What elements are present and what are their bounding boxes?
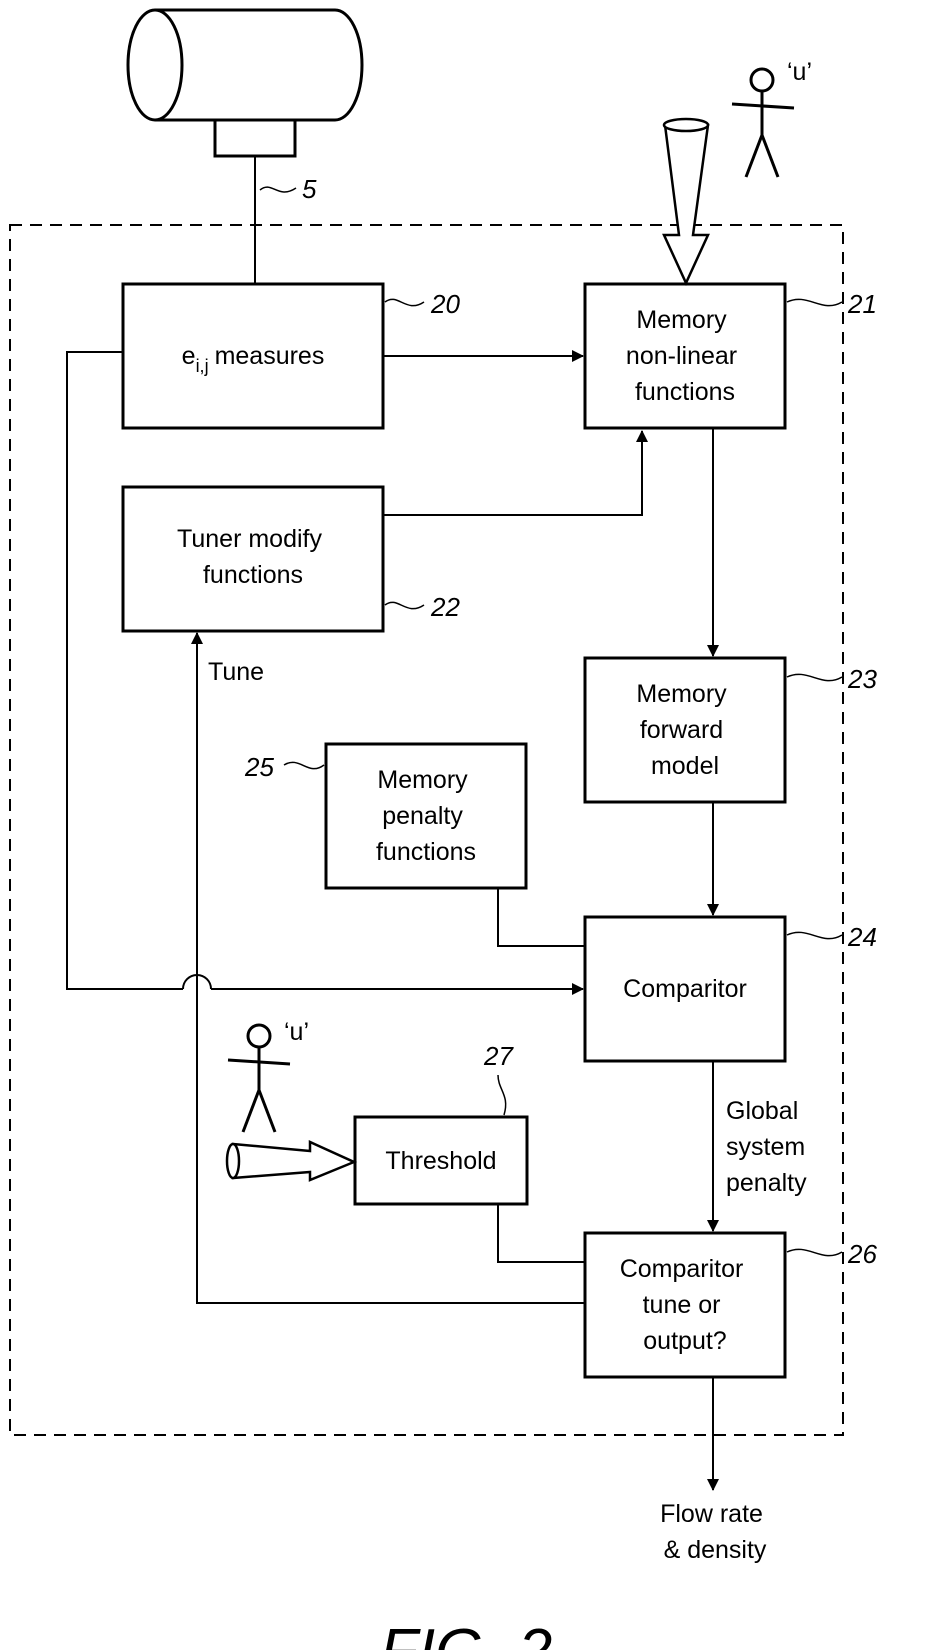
forward-model-box (583, 656, 787, 804)
output-line-1: Flow rate (660, 1500, 763, 1528)
comparitor-box (583, 915, 787, 1063)
forward-model-ref-leader (786, 673, 843, 682)
penalty-ref: 25 (244, 752, 274, 782)
memory-nonlinear-box (583, 282, 787, 430)
penalty-ref-leader (283, 761, 325, 770)
global-penalty-line-3: penalty (726, 1169, 807, 1197)
memory-nonlinear-label: Memory non-linear functions (626, 306, 744, 406)
memory-nonlinear-ref-leader (786, 298, 843, 307)
global-penalty-line-2: system (726, 1133, 805, 1161)
measures-subscript: i,j (196, 356, 209, 376)
line-penalty-to-comparitor (497, 888, 585, 947)
measures-text: measures (215, 342, 325, 370)
tuner-ref-leader (384, 601, 425, 610)
user-input-arrow-top (662, 123, 710, 287)
user-input-arrow-mid-cap (225, 1142, 241, 1180)
memory-nonlinear-line-2: non-linear (626, 342, 737, 370)
output-line-2: & density (664, 1536, 767, 1564)
comparitor-tune-line-3: output? (643, 1327, 726, 1355)
penalty-line-3: functions (376, 838, 476, 866)
user-figure-top-icon (731, 67, 795, 178)
comparitor-tune-label: Comparitor tune or output? (620, 1255, 751, 1355)
measures-ref-leader (384, 298, 425, 307)
forward-model-ref: 23 (847, 664, 877, 694)
comparitor-ref: 24 (847, 922, 877, 952)
system-boundary (9, 224, 844, 1436)
arrow-tune-feedback (191, 632, 585, 1304)
user-top-label: ‘u’ (787, 58, 812, 86)
forward-model-label: Memory forward model (636, 680, 733, 780)
sensor-cylinder-icon (126, 8, 364, 158)
output-label: Flow rate & density (660, 1500, 770, 1564)
tune-label: Tune (208, 658, 264, 686)
forward-model-line-2: forward (640, 716, 723, 744)
comparitor-label: Comparitor (623, 975, 747, 1003)
threshold-ref: 27 (483, 1041, 514, 1071)
measures-symbol: e (182, 342, 196, 370)
sensor-ref-leader (259, 186, 297, 193)
tuner-line-1: Tuner modify (177, 525, 322, 553)
comparitor-tune-box (583, 1231, 787, 1379)
global-penalty-label: Global system penalty (726, 1097, 812, 1197)
memory-nonlinear-ref: 21 (847, 289, 877, 319)
penalty-box (324, 742, 528, 890)
forward-model-line-3: model (651, 752, 719, 780)
memory-nonlinear-line-1: Memory (636, 306, 727, 334)
user-mid-label: ‘u’ (284, 1018, 309, 1046)
measures-ref: 20 (430, 289, 460, 319)
tuner-box (121, 485, 385, 633)
tuner-label: Tuner modify functions (177, 525, 329, 589)
figure-caption: FIG. 2 (380, 1617, 552, 1650)
comparitor-tune-line-1: Comparitor (620, 1255, 744, 1283)
threshold-label: Threshold (385, 1147, 496, 1175)
user-input-arrow-mid (231, 1140, 358, 1182)
forward-model-line-1: Memory (636, 680, 727, 708)
tuner-ref: 22 (430, 592, 460, 622)
measures-label: ei,j measures (182, 342, 325, 376)
measures-box (121, 282, 385, 430)
comparitor-tune-line-2: tune or (643, 1291, 721, 1319)
memory-nonlinear-line-3: functions (635, 378, 735, 406)
tuner-line-2: functions (203, 561, 303, 589)
comparitor-ref-leader (786, 931, 843, 940)
line-measures-feedback-left (66, 351, 183, 990)
comparitor-tune-ref-leader (786, 1248, 843, 1257)
user-input-arrow-top-cap (662, 117, 710, 133)
arrow-tuner-to-memory (383, 430, 648, 516)
global-penalty-line-1: Global (726, 1097, 798, 1125)
sensor-ref: 5 (302, 174, 317, 204)
penalty-label: Memory penalty functions (376, 766, 476, 866)
user-figure-mid-icon (227, 1023, 291, 1133)
threshold-ref-leader (497, 1074, 507, 1116)
threshold-box (353, 1115, 529, 1206)
comparitor-tune-ref: 26 (847, 1239, 877, 1269)
penalty-line-2: penalty (382, 802, 463, 830)
penalty-line-1: Memory (377, 766, 468, 794)
line-threshold-to-tune-box (497, 1204, 585, 1263)
